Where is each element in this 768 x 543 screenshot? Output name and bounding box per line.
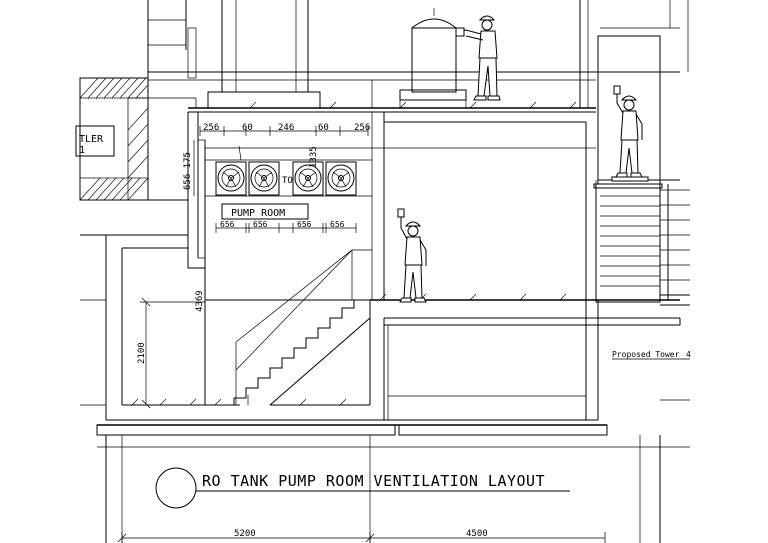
pump-room-label-box: PUMP ROOM (221, 203, 309, 220)
proposed-tower-note-continuation: 4 (686, 350, 691, 359)
dim-top-5: 256 (354, 123, 370, 133)
dimension-bottom: 5200 4500 (117, 529, 606, 543)
title-bubble (155, 467, 197, 509)
pump-room-label: PUMP ROOM (231, 208, 285, 219)
worker-figure-roof (455, 15, 501, 101)
dimension-fan-vertical: 1335 (238, 145, 319, 168)
dim-fan-2: 656 (253, 220, 268, 229)
roof-structure (147, 0, 689, 113)
dim-vertical-room: 2100 (137, 342, 147, 364)
staircase (233, 249, 372, 406)
right-stair-tower (593, 35, 690, 401)
fan-label: TO (282, 176, 293, 186)
left-room-label: TLER (79, 134, 104, 145)
pump-room-enclosure (187, 112, 596, 420)
lower-room-walls (105, 235, 680, 421)
left-room-label-box: TLER 1 (75, 125, 115, 157)
dim-fan-3: 656 (297, 220, 312, 229)
dimension-left-fan-stack: 656 175 (183, 140, 195, 196)
dimension-top-chain: 256 60 246 60 256 (199, 123, 370, 136)
dim-top-2: 60 (242, 123, 253, 133)
dimension-fan-widths: 656 656 656 656 (215, 220, 357, 233)
rooftop-tank (399, 8, 467, 108)
dim-bottom-1: 5200 (234, 529, 256, 539)
dim-fan-4: 656 (330, 220, 345, 229)
left-room-number: 1 (79, 145, 85, 156)
exhaust-fan-3 (292, 161, 324, 196)
proposed-tower-note: Proposed Tower (612, 350, 680, 359)
exhaust-fan-2 (248, 161, 280, 196)
worker-figure-tower (611, 85, 649, 182)
drawing-title: RO TANK PUMP ROOM VENTILATION LAYOUT (202, 472, 545, 490)
dim-top-3: 246 (278, 123, 294, 133)
dim-bottom-2: 4500 (466, 529, 488, 539)
dim-top-1: 256 (203, 123, 219, 133)
dim-vertical-big: 4369 (195, 290, 205, 312)
drawing-title-block: RO TANK PUMP ROOM VENTILATION LAYOUT (155, 467, 570, 509)
exhaust-fan-1 (215, 161, 247, 196)
dim-top-4: 60 (318, 123, 329, 133)
dimension-vertical-4369: 4369 (195, 268, 206, 405)
dim-vertical-mid: 1335 (309, 146, 319, 168)
dim-fan-1: 656 (220, 220, 235, 229)
dimension-vertical-2100: 2100 (137, 297, 205, 409)
floor-slab (96, 424, 690, 543)
worker-figure-mid (397, 208, 427, 303)
exhaust-fan-4 (325, 161, 357, 196)
dim-left-stack: 656 175 (183, 152, 193, 190)
